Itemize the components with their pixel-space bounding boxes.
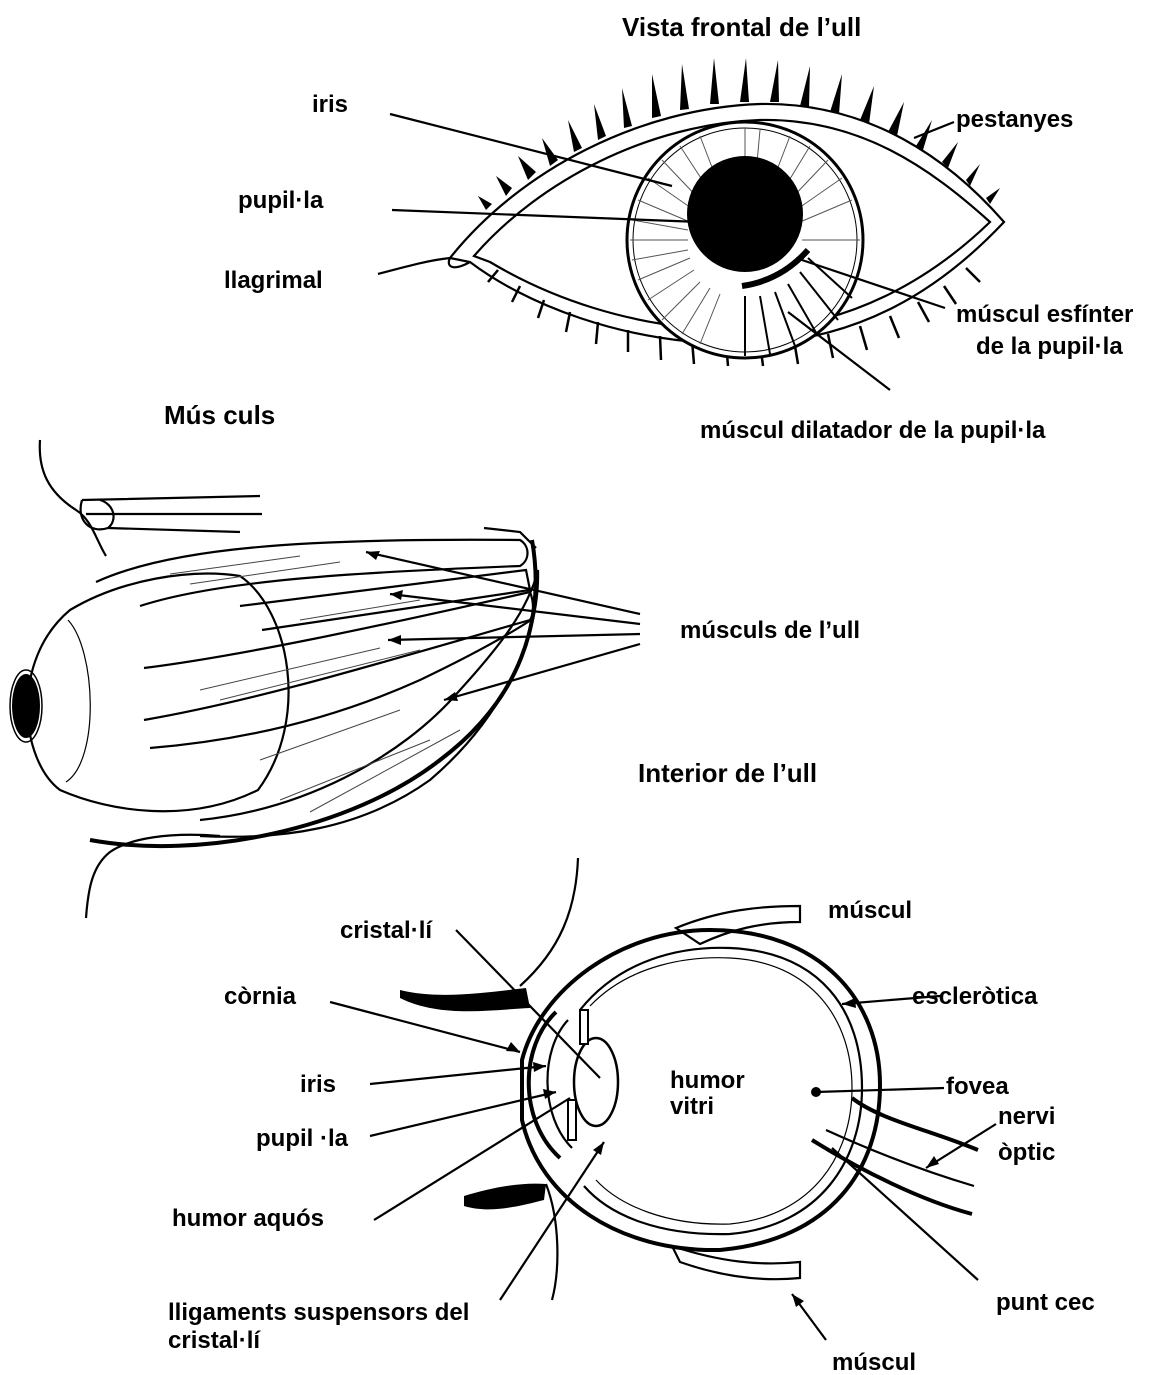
front-view-title: Vista frontal de l’ull [622, 12, 861, 42]
front-view-group: Vista frontal de l’ull [224, 12, 1133, 444]
interior-leaders [330, 930, 996, 1340]
upper-lashes-interior [400, 988, 530, 1011]
pupil-shape [687, 156, 803, 272]
dilator-leader [788, 312, 890, 390]
label-interior-iris: iris [300, 1071, 336, 1098]
label-optic-1: nervi [998, 1103, 1055, 1130]
label-sclera: escleròtica [912, 983, 1038, 1010]
interior-view-group: Interior de l’ull [168, 758, 1095, 1375]
label-ligaments-2: cristal·lí [168, 1327, 261, 1354]
label-muscle-top: múscul [828, 897, 912, 924]
lower-muscle-shape [672, 1246, 800, 1279]
side-cornea [66, 620, 90, 782]
label-muscle-bottom: múscul [832, 1349, 916, 1375]
lateral-rectus [144, 592, 533, 720]
label-front-sphincter-2: de la pupil·la [976, 333, 1123, 360]
muscles-view-group: Mús culs [10, 400, 860, 918]
label-eye-muscles: músculs de l’ull [680, 617, 860, 644]
label-vitreous-1: humor [670, 1067, 745, 1094]
label-aqueous: humor aquós [172, 1205, 324, 1232]
iris-upper-shape [580, 1010, 588, 1044]
label-optic-2: òptic [998, 1139, 1055, 1166]
side-pupil [12, 674, 40, 738]
interior-title: Interior de l’ull [638, 758, 817, 788]
upper-eyelid-line [520, 858, 578, 986]
label-front-sphincter-1: múscul esfínter [956, 301, 1133, 328]
lens-shape [574, 1038, 618, 1126]
lower-lashes-interior [464, 1184, 546, 1210]
label-fovea: fovea [946, 1073, 1009, 1100]
label-vitreous-2: vitri [670, 1093, 714, 1120]
label-lens: cristal·lí [340, 917, 433, 944]
label-front-eyelashes: pestanyes [956, 106, 1073, 133]
label-cornea: còrnia [224, 983, 297, 1010]
label-front-tear-duct: llagrimal [224, 267, 323, 294]
label-front-pupil: pupil·la [238, 187, 324, 214]
label-front-iris: iris [312, 91, 348, 118]
tear-leader [378, 258, 450, 274]
muscle-striations [170, 556, 460, 812]
label-ligaments-1: lligaments suspensors del [168, 1299, 469, 1326]
lashes-leader [914, 122, 954, 138]
upper-muscle-shape [676, 906, 800, 944]
label-interior-pupil: pupil ·la [256, 1125, 349, 1152]
orbit-top-edge [40, 440, 106, 556]
iris-shape [627, 122, 863, 358]
inferior-oblique [200, 570, 538, 837]
lower-eyelid-line [546, 1184, 557, 1300]
annulus-tendon [484, 528, 536, 548]
label-front-dilator: múscul dilatador de la pupil·la [700, 417, 1046, 444]
muscles-title: Mús culs [164, 400, 275, 430]
label-blind-spot: punt cec [996, 1289, 1095, 1316]
iris-lower-shape [568, 1100, 576, 1140]
